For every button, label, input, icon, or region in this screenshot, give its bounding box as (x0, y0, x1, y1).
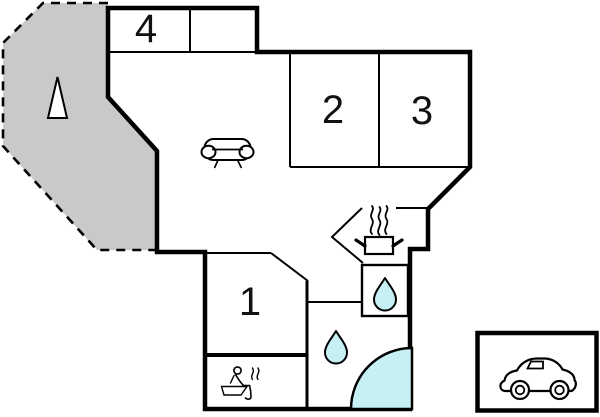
wall-kitchen-chevron (330, 207, 364, 264)
terrace-dashed-border (1, 1, 157, 252)
stove-pot-icon (354, 205, 404, 256)
sofa-icon (200, 138, 255, 169)
sauna-bench (220, 385, 249, 396)
water-drop-icon-bathroom (324, 330, 348, 365)
steam-line (369, 205, 374, 235)
sauna-icon (220, 366, 260, 400)
sauna-steam-line (250, 367, 255, 381)
car-window (526, 360, 544, 370)
steam-line (377, 206, 382, 236)
car-wheel-rear-hub (554, 384, 565, 396)
steam-line (384, 205, 389, 235)
sofa-arm-right (238, 144, 255, 160)
sofa-leg-right (236, 159, 243, 169)
terrace-area (3, 3, 157, 250)
garage (475, 330, 599, 413)
room-2-number: 2 (322, 88, 344, 132)
terrace-deck (1, 1, 157, 252)
room-3-number: 3 (411, 89, 433, 133)
corner-bathtub-icon (349, 346, 414, 411)
pot-body (363, 235, 395, 256)
sauna-steam-line (256, 367, 260, 381)
sofa-leg-left (213, 159, 219, 169)
pot-handle-left (354, 238, 367, 248)
north-arrow-icon (46, 76, 69, 119)
car-icon (499, 357, 577, 401)
room-4-number: 4 (135, 7, 157, 51)
room-1-number: 1 (239, 280, 261, 324)
sauna-person-arm (229, 374, 235, 384)
sauna-person-head (233, 366, 242, 375)
pot-handle-right (391, 238, 404, 248)
wall-room1-diagonal (270, 252, 309, 282)
sauna-person-body (234, 373, 252, 400)
sofa-arm-left (200, 144, 217, 160)
car-wheel-front-hub (514, 384, 526, 396)
water-drop-icon-wc (373, 277, 397, 312)
